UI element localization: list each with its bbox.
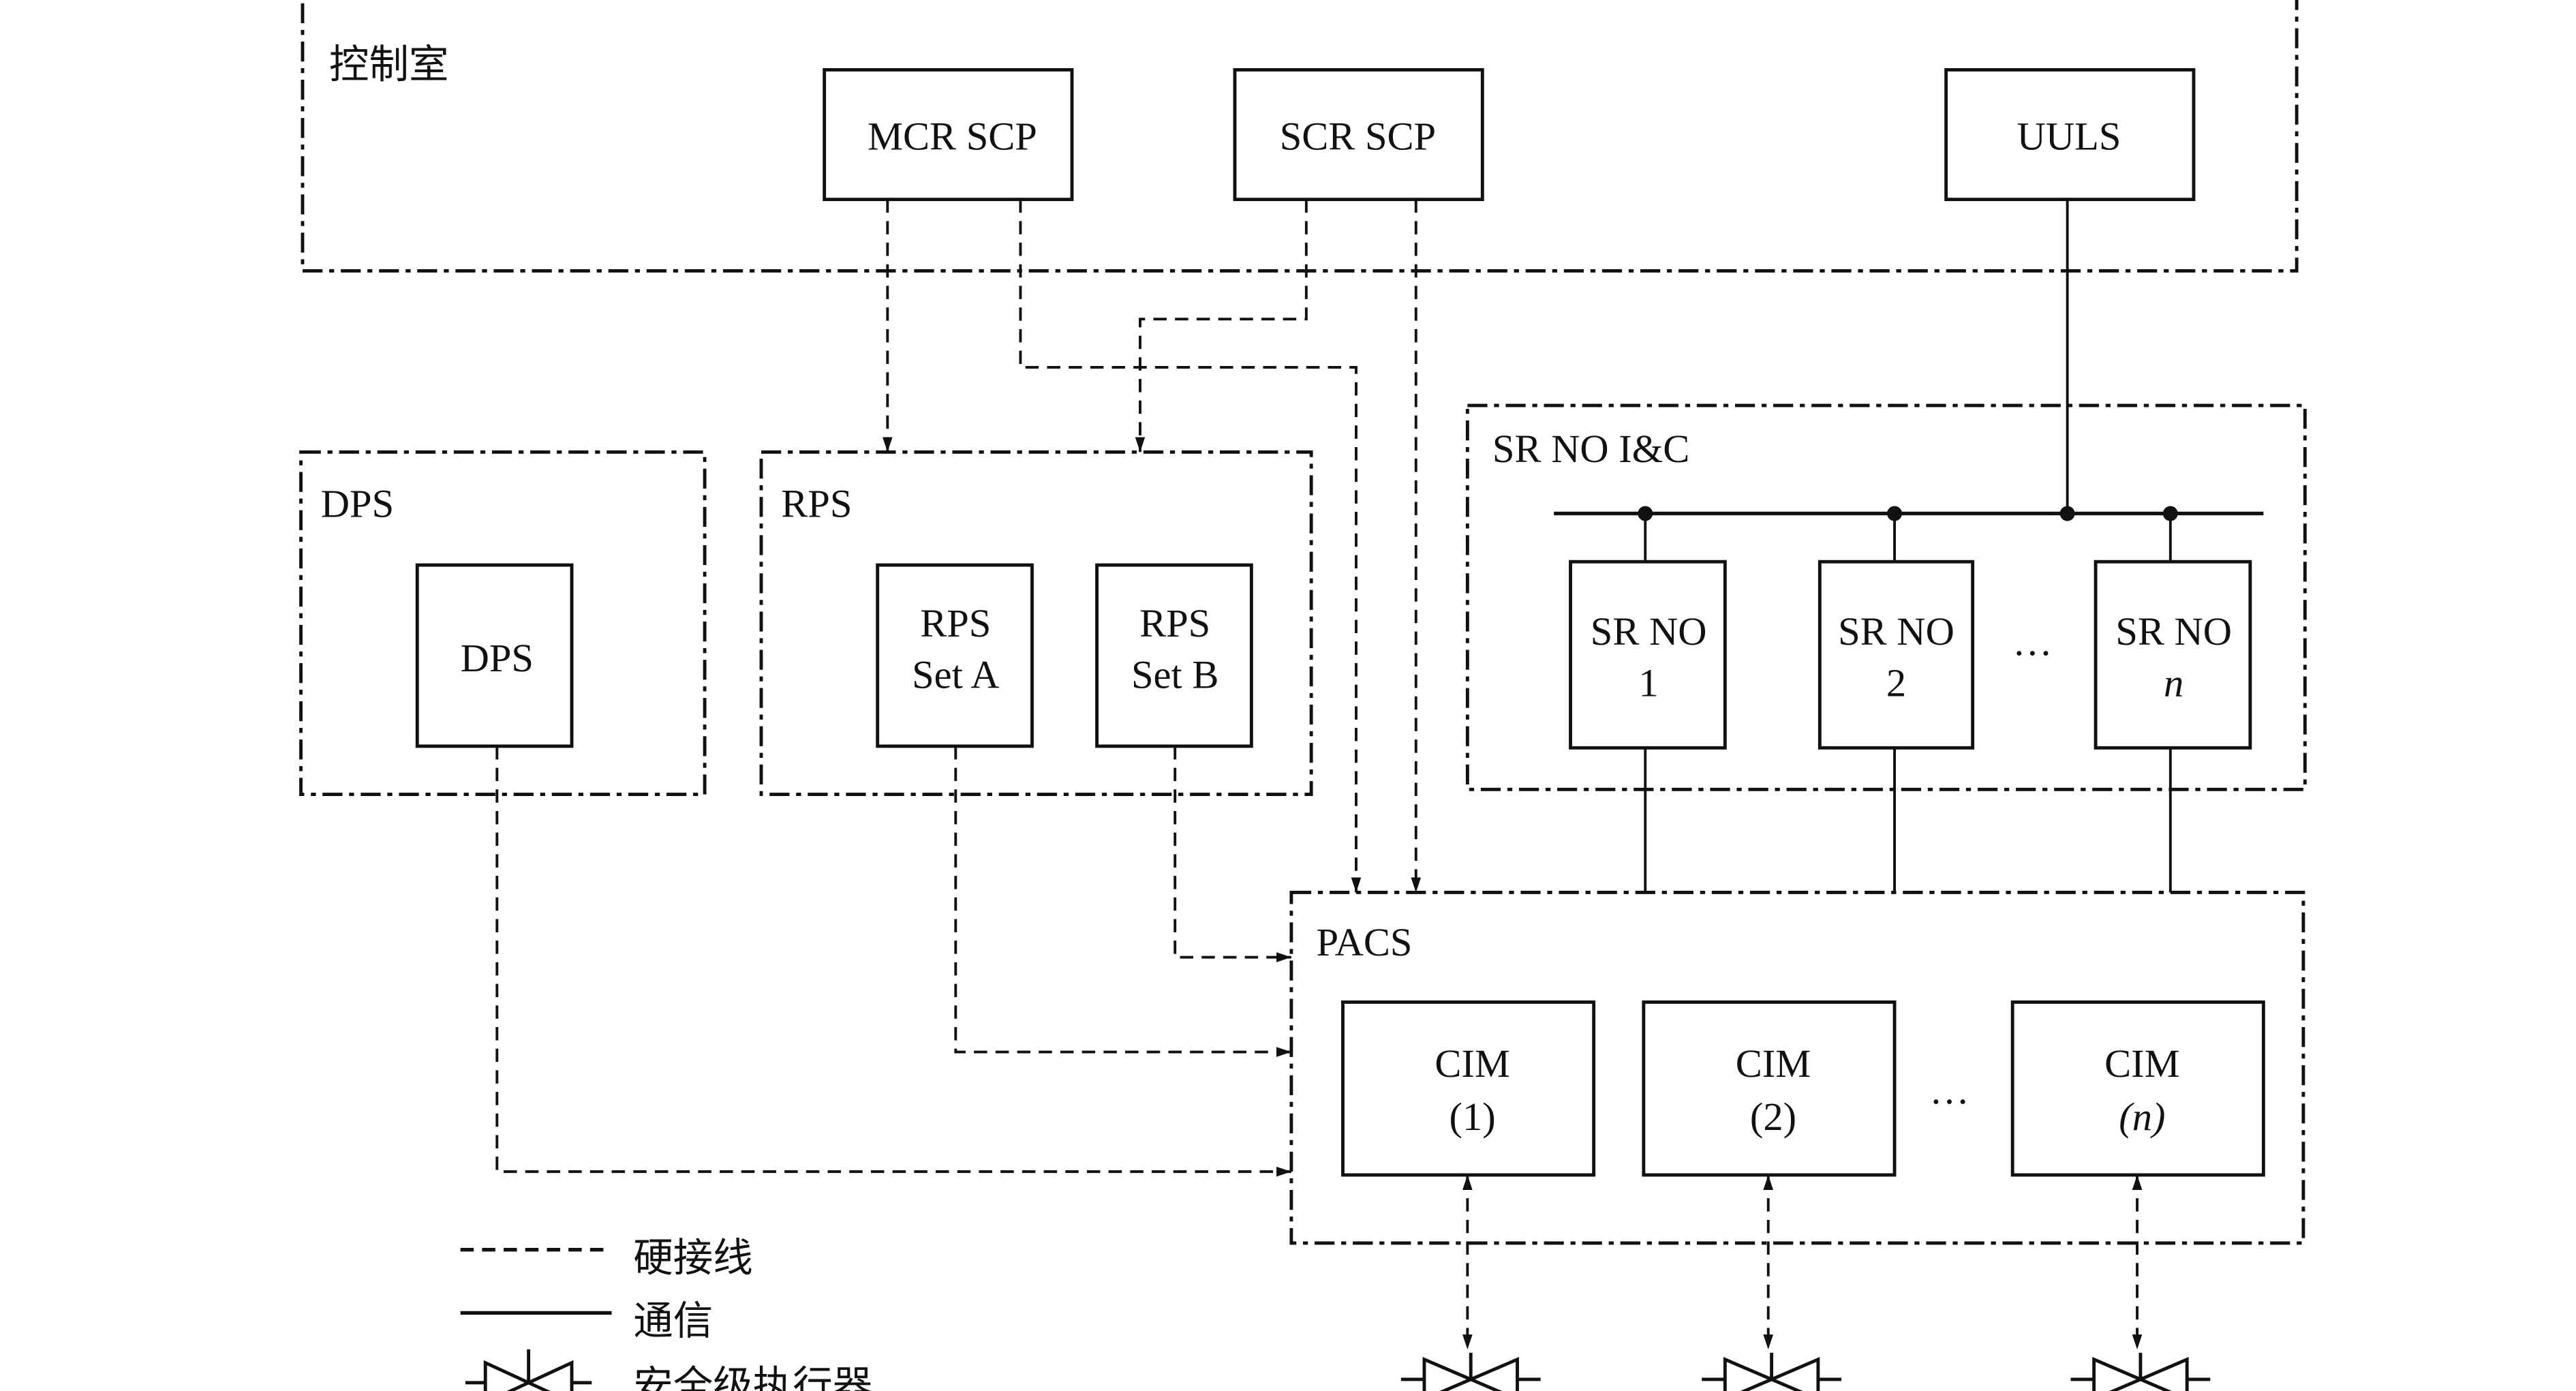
sr-no-n-line1: SR NO: [2115, 609, 2232, 654]
cim-1-line1: CIM: [1435, 1041, 1510, 1086]
rps-group-label: RPS: [781, 481, 852, 525]
safety-actuator-valve-icon: [1400, 1352, 1541, 1391]
sr-no-2-box: [1818, 560, 1975, 750]
rps-set-a-line2: Set A: [912, 653, 999, 697]
hardwire-dps-to-pacs: [495, 746, 1291, 1177]
dps-box-label: DPS: [461, 636, 534, 680]
pacs-group-label: PACS: [1316, 920, 1412, 964]
legend-hardwired-label: 硬接线: [633, 1234, 753, 1281]
legend: 硬接线 通信 安全级执行器: [460, 1234, 872, 1391]
cim-ellipsis: …: [1929, 1068, 1969, 1112]
legend-safety-actuator-label: 安全级执行器: [633, 1362, 872, 1391]
rps-set-b-box: [1095, 563, 1253, 748]
bus-node: [2059, 506, 2075, 521]
scr-scp-box: SCR SCP: [1233, 67, 1484, 202]
cim-n-line1: CIM: [2104, 1041, 2180, 1086]
hardwire-rps-set-b-to-pacs: [1174, 746, 1291, 962]
sr-no-2-line2: 2: [1886, 661, 1906, 705]
dps-box: [415, 563, 574, 748]
hardwire-scr-to-rps: [1135, 199, 1308, 453]
hardwire-rps-set-a-to-pacs: [954, 746, 1291, 1057]
cim-2-line2: (2): [1750, 1095, 1796, 1139]
safety-actuator-valve-icon: [2070, 1352, 2211, 1391]
sr-no-1-box: [1569, 560, 1727, 750]
legend-valve-icon: [465, 1349, 592, 1391]
dps-group: DPS DPS: [299, 450, 707, 797]
mcr-scp-box: MCR SCP: [823, 67, 1074, 202]
control-room-label: 控制室: [329, 42, 449, 88]
rps-set-b-line2: Set B: [1131, 653, 1218, 697]
mcr-scp-label: MCR SCP: [868, 114, 1037, 158]
sr-no-1-line1: SR NO: [1591, 609, 1707, 654]
cim-1-box: [1341, 1000, 1596, 1177]
pacs-group: PACS CIM (1) CIM (2) … CIM (n): [1289, 891, 2305, 1245]
sr-no-ic-group: SR NO I&C SR NO 1 SR NO 2 … SR NO n: [1465, 403, 2307, 791]
cim-2-box: [1642, 1000, 1897, 1177]
dps-group-label: DPS: [321, 481, 394, 525]
cim-2-line1: CIM: [1736, 1041, 1811, 1086]
sr-no-n-line2: n: [2164, 661, 2183, 705]
cim-1-line2: (1): [1450, 1095, 1496, 1139]
cim-n-line2: (n): [2119, 1095, 2165, 1139]
sr-no-2-line1: SR NO: [1838, 609, 1954, 654]
control-room-group: 控制室: [301, 0, 2299, 273]
safety-actuator-valve-icon: [1702, 1352, 1842, 1391]
sr-no-ellipsis: …: [2012, 620, 2053, 664]
cim-n-box: [2010, 1000, 2265, 1177]
legend-communication-label: 通信: [633, 1298, 713, 1344]
hardwire-mcr-to-pacs: [1019, 199, 1362, 893]
sr-no-n-box: [2094, 560, 2252, 750]
rps-set-a-line1: RPS: [920, 601, 991, 645]
scr-scp-label: SCR SCP: [1280, 114, 1436, 158]
uuls-label: UULS: [2017, 114, 2121, 158]
rps-group: RPS RPS Set A RPS Set B: [759, 450, 1313, 797]
sr-no-ic-group-label: SR NO I&C: [1492, 427, 1689, 471]
rps-set-b-line1: RPS: [1139, 601, 1210, 645]
sr-no-1-line2: 1: [1639, 661, 1659, 705]
uuls-box: UULS: [1944, 67, 2196, 202]
